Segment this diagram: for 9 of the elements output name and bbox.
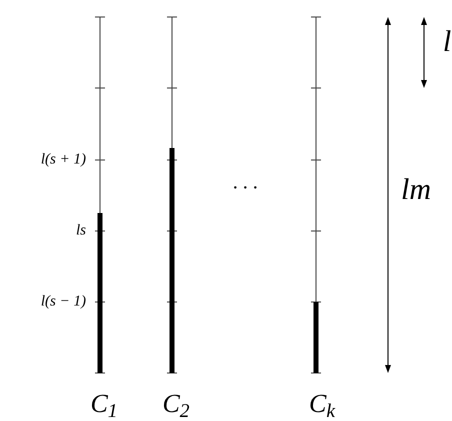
math-label: l xyxy=(442,27,452,57)
math-label: C$_{1}$ xyxy=(90,391,118,417)
math-label: C$_{k}$ xyxy=(309,391,335,417)
math-label: · · · xyxy=(232,178,258,198)
math-label: ls xyxy=(76,224,86,238)
math-label: lm xyxy=(401,175,431,205)
math-label: l(s + 1) xyxy=(40,152,86,168)
math-label: l(s − 1) xyxy=(40,294,86,310)
math-label: C$_{2}$ xyxy=(162,391,190,417)
